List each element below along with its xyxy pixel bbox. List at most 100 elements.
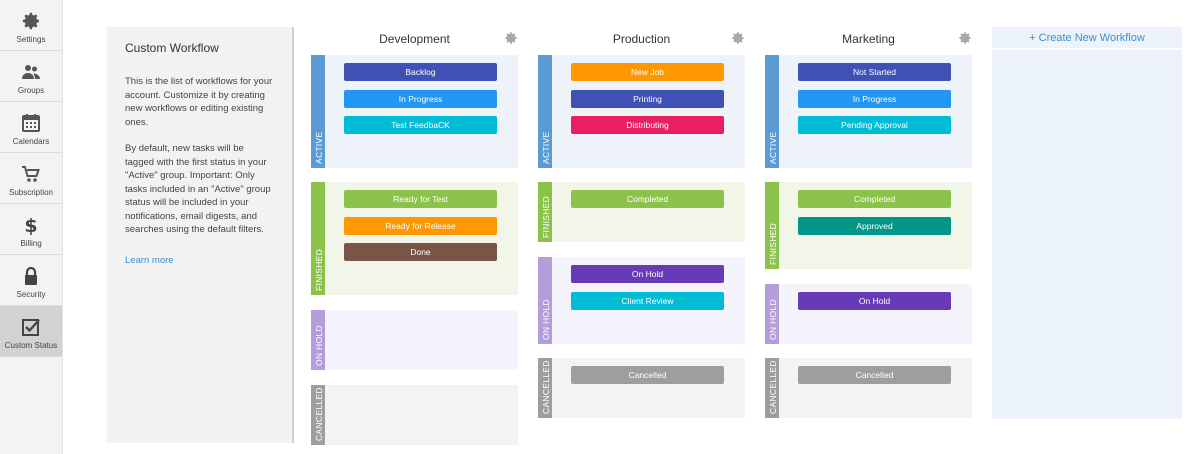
learn-more-link[interactable]: Learn more [125, 254, 174, 266]
nav-label-calendars: Calendars [12, 137, 50, 146]
info-paragraph-2: By default, new tasks will be tagged wit… [125, 143, 271, 235]
group-tag: ON HOLD [311, 310, 325, 370]
page-title: Custom Workflow [125, 41, 219, 55]
status-chip[interactable]: On Hold [798, 292, 951, 310]
checkbox-icon [22, 319, 40, 336]
calendar-icon [22, 114, 40, 132]
group-status-list: Cancelled [779, 358, 972, 418]
group-label: ON HOLD [314, 325, 324, 366]
group-label: FINISHED [541, 195, 551, 238]
status-chip[interactable]: Distributing [571, 116, 724, 134]
group-tag: ACTIVE [311, 55, 325, 168]
nav-item-custom-status[interactable]: Custom Status [0, 306, 62, 357]
status-chip[interactable]: Cancelled [798, 366, 951, 384]
group-tag: CANCELLED [311, 385, 325, 445]
nav-label-custom-status: Custom Status [4, 341, 58, 350]
nav-item-billing[interactable]: $ Billing [0, 204, 62, 255]
group-status-list: Cancelled [552, 358, 745, 418]
group-tag: CANCELLED [765, 358, 779, 418]
status-chip[interactable]: Completed [571, 190, 724, 208]
nav-item-calendars[interactable]: Calendars [0, 102, 62, 153]
status-group-on-hold: ON HOLD [311, 310, 518, 370]
group-label: ACTIVE [541, 131, 551, 164]
workflow-title: Marketing [842, 32, 895, 46]
group-label: ACTIVE [314, 131, 324, 164]
status-chip[interactable]: Test FeedbaCK [344, 116, 497, 134]
status-chip[interactable]: Ready for Test [344, 190, 497, 208]
status-chip[interactable]: Pending Approval [798, 116, 951, 134]
status-chip[interactable]: New Job [571, 63, 724, 81]
group-label: ON HOLD [541, 299, 551, 340]
group-label: FINISHED [768, 222, 778, 265]
group-label: ON HOLD [768, 299, 778, 340]
nav-item-subscription[interactable]: Subscription [0, 153, 62, 204]
create-workflow-panel: + Create New Workflow [992, 27, 1182, 419]
nav-item-settings[interactable]: Settings [0, 0, 62, 51]
status-chip[interactable]: Backlog [344, 63, 497, 81]
status-chip[interactable]: In Progress [798, 89, 951, 108]
group-tag: FINISHED [311, 182, 325, 295]
workflow-header: Development [311, 27, 518, 53]
lock-icon [25, 266, 37, 285]
users-icon [22, 65, 40, 79]
status-chip[interactable]: In Progress [344, 89, 497, 108]
nav-label-subscription: Subscription [8, 188, 54, 197]
group-label: ACTIVE [768, 131, 778, 164]
settings-sidebar: Settings Groups Calendars Subscription $… [0, 0, 63, 454]
nav-label-billing: Billing [20, 239, 42, 248]
status-chip[interactable]: Client Review [571, 291, 724, 310]
group-tag: ON HOLD [538, 257, 552, 344]
workflow-header: Marketing [765, 27, 972, 53]
status-group-on-hold: ON HOLD On Hold [765, 284, 972, 344]
workflow-header: Production [538, 27, 745, 53]
nav-label-groups: Groups [17, 86, 45, 95]
custom-workflow-info-panel: Custom Workflow This is the list of work… [107, 27, 294, 443]
status-chip[interactable]: Ready for Release [344, 216, 497, 235]
group-label: CANCELLED [314, 387, 324, 441]
nav-item-security[interactable]: Security [0, 255, 62, 306]
group-tag: ON HOLD [765, 284, 779, 344]
status-chip[interactable]: Printing [571, 89, 724, 108]
group-status-list [325, 385, 518, 445]
group-tag: CANCELLED [538, 358, 552, 418]
workflow-title: Development [379, 32, 450, 46]
workflow-settings-gear-icon[interactable] [504, 31, 518, 45]
status-group-cancelled: CANCELLED Cancelled [765, 358, 972, 418]
group-label: CANCELLED [541, 360, 551, 414]
workflow-title: Production [612, 32, 671, 46]
svg-text:$: $ [24, 215, 37, 235]
workflow-settings-gear-icon[interactable] [958, 31, 972, 45]
status-chip[interactable]: Not Started [798, 63, 951, 81]
status-chip[interactable]: Completed [798, 190, 951, 208]
nav-item-groups[interactable]: Groups [0, 51, 62, 102]
status-group-cancelled: CANCELLED Cancelled [538, 358, 745, 418]
group-label: FINISHED [314, 248, 324, 291]
status-chip[interactable]: Done [344, 243, 497, 261]
workflow-settings-gear-icon[interactable] [731, 31, 745, 45]
cart-icon [22, 166, 40, 182]
status-group-finished: FINISHED Completed [538, 182, 745, 242]
status-chip[interactable]: Approved [798, 216, 951, 235]
status-chip[interactable]: On Hold [571, 265, 724, 283]
status-group-cancelled: CANCELLED [311, 385, 518, 445]
status-chip[interactable]: Cancelled [571, 366, 724, 384]
nav-label-settings: Settings [16, 35, 46, 44]
nav-label-security: Security [16, 290, 46, 299]
create-workflow-button[interactable]: + Create New Workflow [992, 27, 1182, 50]
gear-icon [22, 12, 39, 30]
group-tag: ACTIVE [765, 55, 779, 168]
